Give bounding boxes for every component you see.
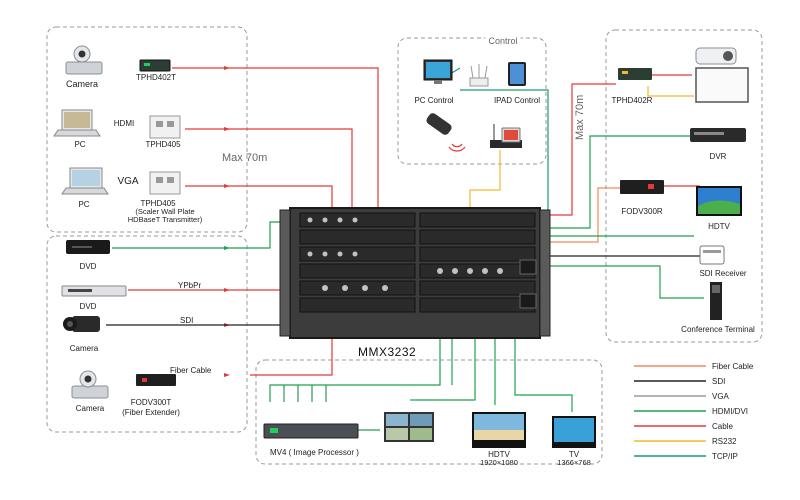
sdi-receiver-label: SDI Receiver bbox=[699, 269, 747, 278]
tcpip-line bbox=[460, 89, 549, 225]
projection-screen bbox=[695, 67, 749, 103]
bottom-tv-res-label: 1366×768 bbox=[557, 458, 591, 467]
pc-1-label: PC bbox=[74, 140, 86, 149]
fiber-cable-label: Fiber Cable bbox=[170, 366, 212, 375]
display-group-box bbox=[255, 359, 603, 465]
camera-1-device bbox=[65, 45, 103, 75]
mv4-device bbox=[263, 423, 359, 439]
camera-1-label: Camera bbox=[65, 79, 99, 89]
dvd-1-label: DVD bbox=[79, 262, 97, 271]
legend-label-cable: Cable bbox=[712, 422, 733, 431]
tphd402t-device bbox=[139, 59, 171, 72]
dvd-2-label: DVD bbox=[79, 302, 97, 311]
fodv300t-device bbox=[136, 374, 176, 386]
dvd-2-device bbox=[61, 285, 127, 297]
out-fodv-line bbox=[540, 187, 620, 243]
conference-terminal-label: Conference Terminal bbox=[681, 325, 755, 334]
bottom-hdtv-label: HDTV bbox=[488, 450, 510, 459]
out-tphd402r-line bbox=[540, 83, 616, 216]
tphd405b-label: TPHD405 bbox=[140, 199, 176, 208]
tphd405-label: TPHD405 bbox=[145, 140, 181, 149]
legend-label-sdi: SDI bbox=[712, 377, 726, 386]
dvr-device bbox=[690, 128, 746, 142]
camera-3-device bbox=[71, 370, 109, 399]
hdtv-device bbox=[696, 186, 742, 216]
fodv300r-device bbox=[620, 180, 664, 194]
ipad-control-label: IPAD Control bbox=[493, 96, 541, 105]
hdmi-label: HDMI bbox=[113, 119, 135, 128]
max-70m-left-label: Max 70m bbox=[222, 152, 268, 164]
wireless-signal-icon bbox=[448, 143, 466, 152]
matrix-ports bbox=[307, 217, 503, 291]
matrix-name-label: MMX3232 bbox=[358, 345, 417, 359]
control-group-box bbox=[397, 37, 547, 165]
dvd-1-device bbox=[66, 240, 110, 254]
sdi-label: SDI bbox=[180, 316, 194, 325]
video-wall-device bbox=[384, 412, 434, 442]
pc-control-label: PC Control bbox=[414, 96, 454, 105]
fodv300r-label: FODV300R bbox=[621, 207, 663, 216]
mv4-label: MV4 ( Image Processor ) bbox=[270, 448, 359, 457]
tphd402r-rs232-line bbox=[647, 86, 694, 97]
camera-3-label: Camera bbox=[75, 404, 105, 413]
dvr-label: DVR bbox=[709, 152, 727, 161]
hdtv-label: HDTV bbox=[708, 222, 730, 231]
cable-arrows bbox=[224, 66, 230, 377]
legend-label-vga: VGA bbox=[712, 392, 729, 401]
projector-device bbox=[695, 47, 737, 65]
bottom-hdtv-device bbox=[472, 412, 526, 448]
tphd402r-device bbox=[618, 68, 652, 80]
tphd402r-label: TPHD402R bbox=[611, 96, 653, 105]
camera-sdi-device bbox=[63, 316, 100, 332]
ipad-device bbox=[508, 62, 526, 86]
out-conf-line bbox=[540, 265, 704, 299]
fodv300t-sub-label: (Fiber Extender) bbox=[122, 408, 180, 417]
tphd405b-device bbox=[149, 171, 181, 195]
remote-device bbox=[426, 113, 452, 135]
legend-label-rs232: RS232 bbox=[712, 437, 737, 446]
conference-terminal-device bbox=[710, 282, 722, 320]
legend-label-tcpip: TCP/IP bbox=[712, 452, 738, 461]
input-group-box bbox=[46, 235, 248, 433]
tphd402t-label: TPHD402T bbox=[135, 73, 177, 82]
max-70m-right-label: Max 70m bbox=[574, 94, 586, 140]
pc-2-label: PC bbox=[78, 200, 90, 209]
bottom-tv-label: TV bbox=[568, 450, 580, 459]
control-title: Control bbox=[485, 36, 521, 46]
out-dvr-line bbox=[540, 135, 690, 229]
legend-lines bbox=[634, 365, 706, 457]
matrix-power bbox=[519, 259, 537, 309]
pc-control-device bbox=[423, 59, 453, 84]
tphd405b-sub2-label: HDBaseT Transmitter) bbox=[127, 215, 203, 224]
pc-2-device bbox=[61, 167, 109, 195]
bottom-hdtv-res-label: 1920×1080 bbox=[480, 458, 518, 467]
sdi-receiver-device bbox=[699, 245, 725, 265]
ypbpr-label: YPbPr bbox=[178, 281, 202, 290]
control-panel-device bbox=[490, 124, 522, 148]
legend-label-fiber: Fiber Cable bbox=[712, 362, 754, 371]
camera-sdi-label: Camera bbox=[69, 344, 99, 353]
tphd405b-sub1-label: (Scaler Wall Plate bbox=[135, 207, 195, 216]
tphd405-device bbox=[149, 115, 181, 139]
output-group-box bbox=[605, 29, 763, 343]
pc-1-device bbox=[53, 109, 101, 137]
router-device bbox=[469, 64, 489, 87]
legend-label-hdmi: HDMI/DVI bbox=[712, 407, 748, 416]
vga-label: VGA bbox=[117, 176, 139, 187]
bottom-tv-device bbox=[552, 416, 596, 448]
fodv300t-label: FODV300T bbox=[130, 398, 172, 407]
